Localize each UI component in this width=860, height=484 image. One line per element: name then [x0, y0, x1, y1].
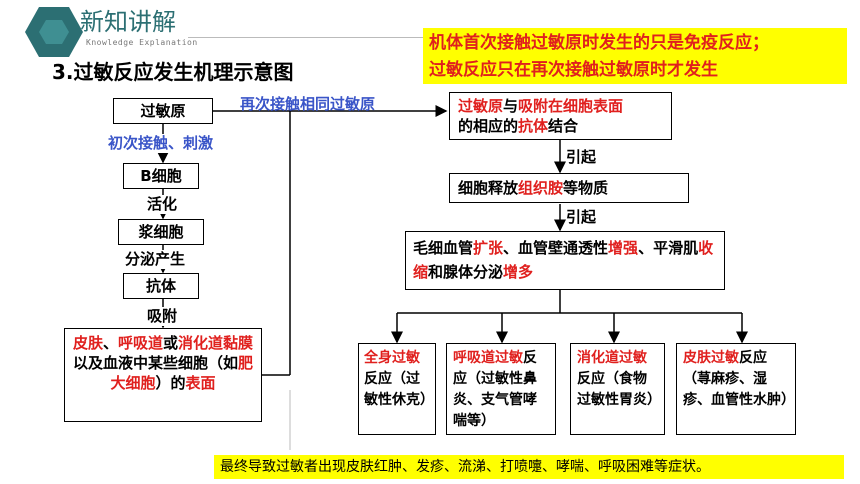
- adsorbed-text: 吸附在细胞表面: [518, 97, 624, 115]
- reaction-detail: 反应（荨麻疹、湿疹、血管性水肿）: [683, 350, 795, 408]
- release-text: 细胞释放: [458, 179, 519, 197]
- release-box: 细胞释放组织胺等物质: [449, 173, 689, 203]
- header-subtitle: Knowledge Explanation: [86, 38, 198, 47]
- respiratory-reaction-box: 呼吸道过敏反应（过敏性鼻炎、支气管哮喘等）: [446, 343, 556, 435]
- header-title: 新知讲解: [80, 8, 176, 36]
- recontact-label: 再次接触相同过敏原: [240, 95, 376, 113]
- surface-text: 表面: [185, 374, 216, 392]
- antibody-text: 抗体: [518, 117, 549, 135]
- skin-reaction-box: 皮肤过敏反应（荨麻疹、湿疹、血管性水肿）: [676, 343, 796, 435]
- more-text: 增多: [503, 263, 534, 281]
- substances-text: 等物质: [563, 179, 609, 197]
- header-divider: [188, 37, 428, 38]
- reaction-detail: 反应（过敏性鼻炎、支气管哮喘等）: [453, 350, 537, 429]
- allergen-text: 过敏原: [458, 97, 504, 115]
- note-line-2: 过敏反应只在再次接触过敏原时才发生: [429, 60, 718, 80]
- digestive-reaction-box: 消化道过敏反应（食物过敏性胃炎）: [570, 343, 665, 435]
- skin-text: 皮肤: [72, 334, 103, 352]
- cause-label-1: 引起: [566, 148, 597, 166]
- antibody-box: 抗体: [123, 273, 199, 299]
- increase-text: 增强: [608, 239, 639, 257]
- smooth-muscle-text: 、平滑肌: [638, 239, 699, 257]
- reaction-detail: 反应（食物过敏性胃炎）: [577, 371, 661, 408]
- dilation-text: 扩张: [473, 239, 504, 257]
- secrete-label: 分泌产生: [125, 250, 186, 269]
- reaction-title: 呼吸道过敏: [453, 350, 523, 366]
- plasma-cell-box: 浆细胞: [118, 219, 204, 245]
- contraction-text: 收缩: [413, 239, 714, 281]
- with-text: 与: [503, 97, 519, 115]
- systemic-reaction-box: 全身过敏反应（过敏性休克）: [358, 343, 436, 435]
- note-line-1: 机体首次接触过敏原时发生的只是免疫反应；: [429, 33, 769, 53]
- combine-text: 结合: [548, 117, 579, 135]
- of-text: ）的: [155, 374, 186, 392]
- reaction-title: 消化道过敏: [577, 350, 647, 366]
- cell-surface-box: 皮肤、呼吸道或消化道黏膜以及血液中某些细胞（如肥大细胞）的表面: [64, 328, 262, 422]
- reaction-detail: 反应（过敏性休克）: [364, 371, 434, 408]
- binding-box: 过敏原与吸附在细胞表面的相应的抗体结合: [449, 92, 672, 140]
- conclusion-banner: 最终导致过敏者出现皮肤红肿、发疹、流涕、打喷嚏、哮喘、呼吸困难等症状。: [214, 455, 844, 479]
- b-cell-box: B细胞: [123, 163, 199, 189]
- first-contact-label: 初次接触、刺激: [107, 134, 215, 153]
- corresponding-text: 的相应的: [458, 117, 519, 135]
- blood-cells-text: 以及血液中某些细胞（如: [72, 354, 238, 372]
- gland-secretion-text: 和腺体分泌: [428, 263, 504, 281]
- histamine-text: 组织胺: [518, 179, 564, 197]
- activate-label: 活化: [147, 195, 178, 214]
- mast-cell-text: 肥大细胞: [110, 354, 254, 392]
- reaction-title: 全身过敏: [364, 350, 420, 366]
- capillary-text: 毛细血管: [413, 239, 474, 257]
- logo-hexagon-icon: [24, 6, 84, 58]
- permeability-text: 、血管壁通透性: [503, 239, 609, 257]
- effects-box: 毛细血管扩张、血管壁通透性增强、平滑肌收缩和腺体分泌增多: [405, 231, 725, 290]
- note-box: 机体首次接触过敏原时发生的只是免疫反应； 过敏反应只在再次接触过敏原时才发生: [423, 28, 847, 84]
- digestive-mucosa-text: 消化道黏膜: [178, 334, 254, 352]
- respiratory-text: 呼吸道: [117, 334, 163, 352]
- allergen-box: 过敏原: [113, 98, 213, 124]
- reaction-title: 皮肤过敏: [683, 350, 739, 366]
- section-title: 3.过敏反应发生机理示意图: [52, 60, 294, 84]
- or-text: 或: [163, 334, 179, 352]
- sep-text: 、: [102, 334, 118, 352]
- cause-label-2: 引起: [566, 208, 597, 226]
- adsorb-label: 吸附: [147, 307, 178, 326]
